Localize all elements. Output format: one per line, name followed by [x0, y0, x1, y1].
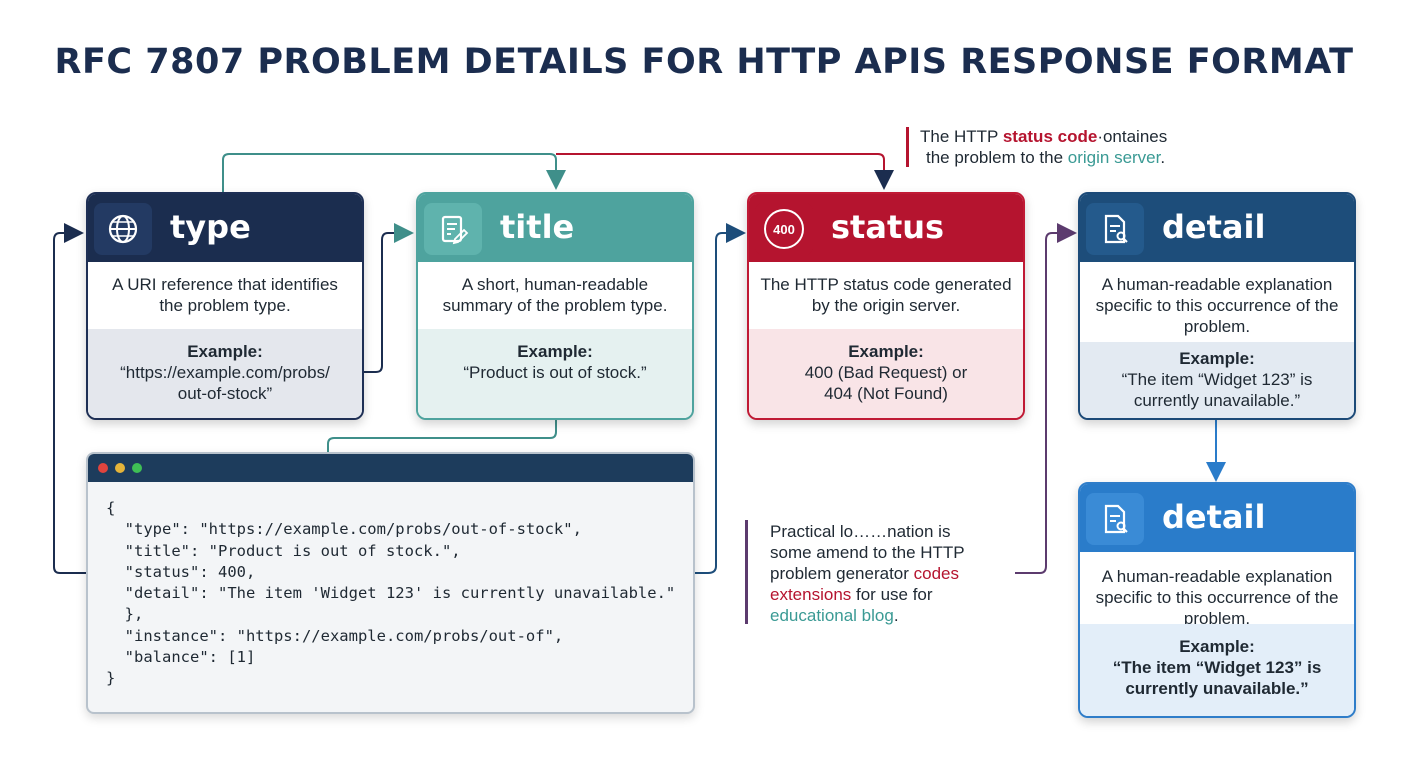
- maximize-dot-icon[interactable]: [132, 463, 142, 473]
- detail-card: detail A human-readable explanation spec…: [1078, 192, 1356, 420]
- title-card: title A short, human-readable summary of…: [416, 192, 694, 420]
- detail-card-expanded: detail A human-readable explanation spec…: [1078, 482, 1356, 718]
- edit-document-icon: [424, 203, 482, 255]
- title-card-title: title: [500, 208, 575, 246]
- document-search-icon: [1086, 203, 1144, 255]
- json-code-block: { "type": "https://example.com/probs/out…: [106, 499, 676, 688]
- json-code-window: { "type": "https://example.com/probs/out…: [86, 452, 695, 714]
- connector-type-to-title: [222, 153, 566, 192]
- type-card-header: type: [88, 194, 362, 262]
- connector-to-status: [556, 153, 894, 190]
- title-card-description: A short, human-readable summary of the p…: [442, 275, 668, 315]
- status-code-icon: 400: [755, 203, 813, 255]
- detail-card-expanded-header: detail: [1080, 484, 1354, 552]
- detail-card-title: detail: [1162, 208, 1266, 246]
- callout-status-note: The HTTP status code·ontaines the proble…: [920, 127, 1168, 167]
- status-card: 400 status The HTTP status code generate…: [747, 192, 1025, 420]
- code-window-titlebar: [88, 454, 693, 482]
- status-card-title: status: [831, 208, 945, 246]
- callout-marker: [906, 127, 909, 167]
- minimize-dot-icon[interactable]: [115, 463, 125, 473]
- globe-icon: [94, 203, 152, 255]
- status-card-example: Example: 400 (Bad Request) or 404 (Not F…: [749, 329, 1023, 418]
- detail-card-description: A human-readable explanation specific to…: [1095, 275, 1339, 336]
- detail-card-header: detail: [1080, 194, 1354, 262]
- connector-type-to-title-side: [364, 223, 414, 373]
- type-card-title: type: [170, 208, 251, 246]
- connector-title-to-code: [327, 420, 557, 452]
- note-marker: [745, 520, 748, 624]
- status-card-description: The HTTP status code generated by the or…: [760, 275, 1012, 315]
- status-card-header: 400 status: [749, 194, 1023, 262]
- type-card-description: A URI reference that identifies the prob…: [112, 275, 338, 315]
- detail-card-expanded-description: A human-readable explanation specific to…: [1095, 567, 1339, 628]
- document-search-icon: [1086, 493, 1144, 545]
- type-card: type A URI reference that identifies the…: [86, 192, 364, 420]
- connector-code-to-status: [668, 223, 746, 574]
- detail-card-expanded-title: detail: [1162, 498, 1266, 536]
- connector-note-to-detail: [1015, 223, 1077, 574]
- close-dot-icon[interactable]: [98, 463, 108, 473]
- page-title: RFC 7807 PROBLEM DETAILS FOR HTTP APIS R…: [54, 42, 1354, 82]
- title-card-example: Example: “Product is out of stock.”: [418, 329, 692, 418]
- connector-code-to-type: [53, 223, 86, 574]
- practical-note: Practical lo……nation is some amend to th…: [770, 522, 965, 625]
- type-card-example: Example: “https://example.com/probs/ out…: [88, 329, 362, 418]
- title-card-header: title: [418, 194, 692, 262]
- detail-card-expanded-example: Example: “The item “Widget 123” is curre…: [1080, 624, 1354, 716]
- detail-card-example: Example: “The item “Widget 123” is curre…: [1080, 342, 1354, 418]
